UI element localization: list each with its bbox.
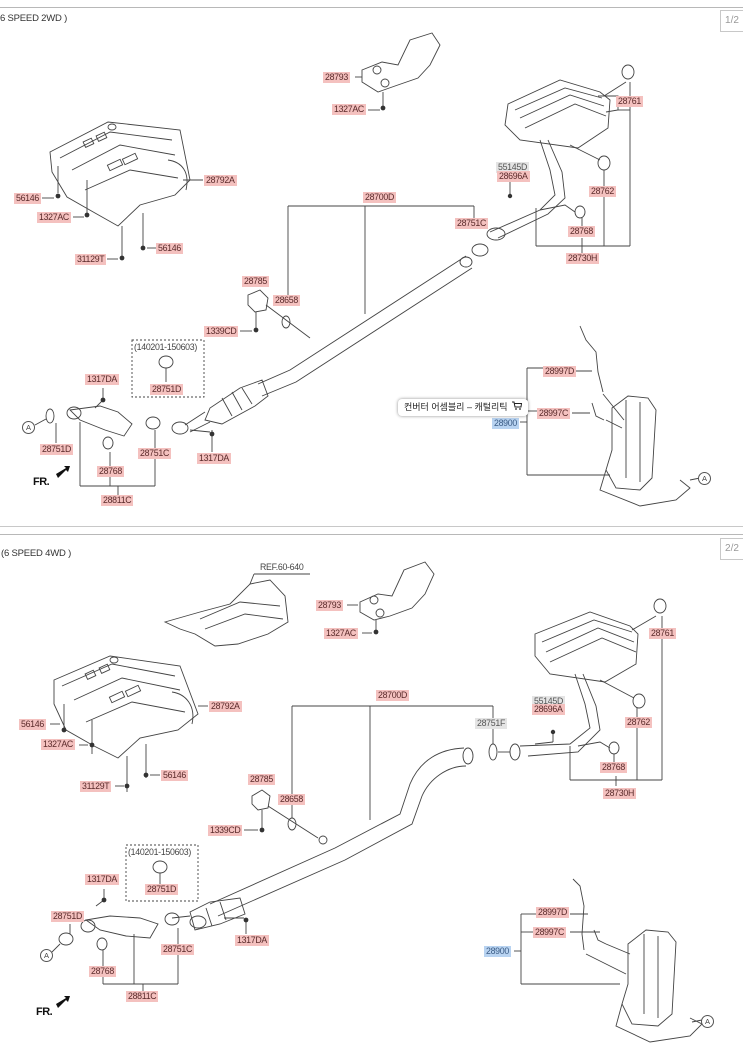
part-label[interactable]: 28785 xyxy=(242,276,269,287)
panel-top-rule xyxy=(0,534,743,535)
front-direction-label: FR. xyxy=(36,1006,53,1018)
part-label[interactable]: 28900 xyxy=(484,946,511,957)
reference-note[interactable]: REF.60-640 xyxy=(260,562,304,572)
part-label[interactable]: 28696A xyxy=(532,704,565,715)
part-label[interactable]: 28751D xyxy=(145,884,179,895)
part-label[interactable]: 56146 xyxy=(19,719,46,730)
cart-icon[interactable] xyxy=(511,399,522,416)
part-label[interactable]: 28793 xyxy=(323,72,350,83)
date-range-note: (140201-150603) xyxy=(134,342,197,352)
connection-marker-a: A xyxy=(40,949,53,962)
part-label[interactable]: 28751D xyxy=(40,444,74,455)
part-label[interactable]: 28751C xyxy=(455,218,489,229)
catalytic-converter xyxy=(204,379,269,425)
part-label[interactable]: 28751F xyxy=(475,718,508,729)
part-label[interactable]: 28751D xyxy=(150,384,184,395)
part-label[interactable]: 31129T xyxy=(80,781,112,792)
tooltip-text: 컨버터 어셈블리 – 캐털리틱 xyxy=(404,402,508,412)
part-label[interactable]: 1317DA xyxy=(85,374,119,385)
part-label[interactable]: 56146 xyxy=(161,770,188,781)
part-label[interactable]: 28768 xyxy=(600,762,627,773)
part-label[interactable]: 28762 xyxy=(625,717,652,728)
part-label[interactable]: 28768 xyxy=(568,226,595,237)
part-label[interactable]: 56146 xyxy=(14,193,41,204)
part-label[interactable]: 28696A xyxy=(497,171,530,182)
panel-caption: (6 SPEED 4WD ) xyxy=(1,548,72,559)
part-label[interactable]: 28761 xyxy=(616,96,643,107)
front-direction-label: FR. xyxy=(33,476,50,488)
page-indicator: 1/2 xyxy=(720,10,743,32)
part-label[interactable]: 28811C xyxy=(101,495,134,506)
part-label[interactable]: 28700D xyxy=(376,690,410,701)
front-arrow-icon xyxy=(56,996,70,1008)
diagram-panel-4wd: (6 SPEED 4WD ) 2/2 xyxy=(0,534,743,1053)
part-label[interactable]: 1339CD xyxy=(208,825,243,836)
part-label[interactable]: 28658 xyxy=(273,295,300,306)
part-label[interactable]: 1317DA xyxy=(85,874,119,885)
part-label[interactable]: 1317DA xyxy=(197,453,231,464)
close-coupled-converter xyxy=(605,395,657,491)
part-label[interactable]: 28751D xyxy=(51,911,85,922)
part-tooltip: 컨버터 어셈블리 – 캐털리틱 xyxy=(398,399,528,416)
part-label[interactable]: 28761 xyxy=(649,628,676,639)
panel-caption: 6 SPEED 2WD ) xyxy=(0,13,68,24)
part-label[interactable]: 28785 xyxy=(248,774,275,785)
part-label[interactable]: 1339CD xyxy=(204,326,239,337)
date-range-note: (140201-150603) xyxy=(128,847,191,857)
part-label[interactable]: 28700D xyxy=(363,192,397,203)
part-label[interactable]: 1317DA xyxy=(235,935,269,946)
part-label[interactable]: 28997D xyxy=(536,907,570,918)
part-label[interactable]: 55145D xyxy=(532,696,566,707)
part-label[interactable]: 28997C xyxy=(533,927,567,938)
connection-marker-a: A xyxy=(22,421,35,434)
part-label[interactable]: 28792A xyxy=(204,175,237,186)
exhaust-drawing-2wd xyxy=(34,32,701,507)
part-label[interactable]: 28730H xyxy=(603,788,637,799)
part-label[interactable]: 28997C xyxy=(537,408,571,419)
panel-divider xyxy=(0,526,743,527)
part-label[interactable]: 28730H xyxy=(566,253,600,264)
diagram-panel-2wd: 6 SPEED 2WD ) 1/2 xyxy=(0,0,743,525)
part-label[interactable]: 1327AC xyxy=(41,739,75,750)
page-indicator: 2/2 xyxy=(720,538,743,560)
part-label[interactable]: 28997D xyxy=(543,366,577,377)
panel-top-rule xyxy=(0,7,743,8)
part-label-selected[interactable]: 28900 xyxy=(492,418,519,429)
part-label[interactable]: 56146 xyxy=(156,243,183,254)
muffler xyxy=(504,79,611,149)
front-arrow-icon xyxy=(56,466,70,478)
part-label[interactable]: 28658 xyxy=(278,794,305,805)
part-label[interactable]: 55145D xyxy=(496,162,530,173)
part-label[interactable]: 28768 xyxy=(89,966,116,977)
part-label[interactable]: 28793 xyxy=(316,600,343,611)
part-label[interactable]: 28762 xyxy=(589,186,616,197)
connection-marker-a: A xyxy=(698,472,711,485)
part-label[interactable]: 1327AC xyxy=(332,104,366,115)
part-label[interactable]: 28768 xyxy=(97,466,124,477)
heat-shield-lower xyxy=(49,121,191,227)
connection-marker-a: A xyxy=(701,1015,714,1028)
part-label[interactable]: 1327AC xyxy=(324,628,358,639)
part-label[interactable]: 28811C xyxy=(126,991,159,1002)
part-label[interactable]: 1327AC xyxy=(37,212,71,223)
part-label[interactable]: 28792A xyxy=(209,701,242,712)
part-label[interactable]: 31129T xyxy=(75,254,107,265)
part-label[interactable]: 28751C xyxy=(161,944,195,955)
part-label[interactable]: 28751C xyxy=(138,448,172,459)
